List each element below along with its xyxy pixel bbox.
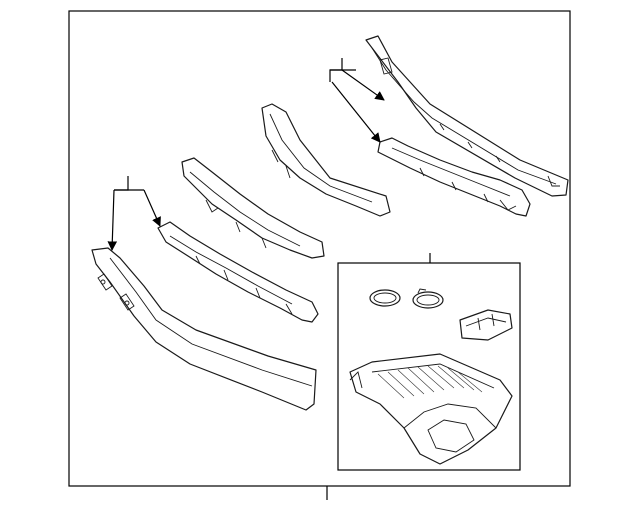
switch-bracket [459, 309, 513, 341]
front-trim-rail [91, 247, 317, 411]
callout-leader-front-pair [114, 176, 129, 191]
front-mounting-bracket [157, 221, 319, 323]
diagram-frame [68, 10, 571, 487]
callout-arrow-rear-rail [341, 69, 385, 101]
rear-trim-rail [365, 35, 569, 197]
callout-arrow-front-bracket [143, 189, 161, 227]
middle-trim-panel [261, 103, 391, 217]
detail-inset-frame [337, 262, 521, 471]
console-housing [349, 353, 513, 465]
retaining-ring-left [369, 289, 401, 307]
retaining-ring-right [412, 288, 444, 309]
middle-mounting-bracket [181, 157, 325, 259]
rear-mounting-bracket [377, 137, 531, 217]
callout-arrow-rear-bracket [331, 81, 381, 143]
callout-arrow-front-rail [107, 189, 118, 251]
